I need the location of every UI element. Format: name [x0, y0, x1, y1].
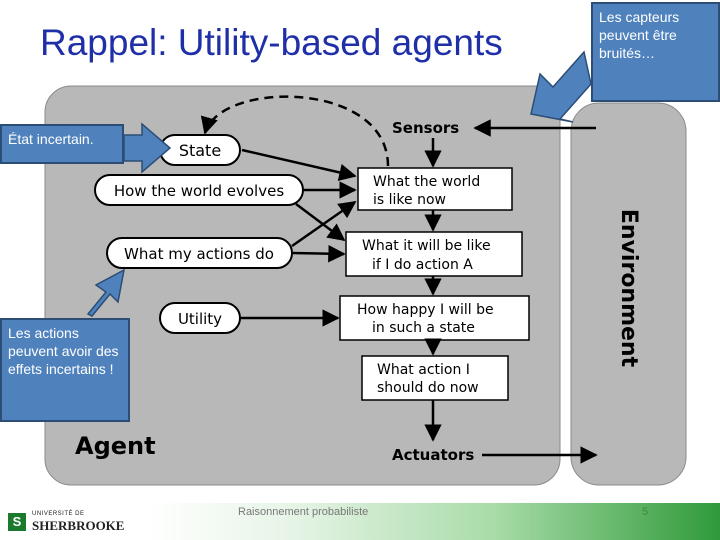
diagram-arrows [200, 95, 598, 464]
callout-arrow-sensors [530, 50, 592, 123]
oval-utility-label: Utility [178, 310, 222, 328]
arrow-world-to-state-dashed [200, 95, 390, 167]
box-happy: How happy I will be in such a state [339, 295, 530, 341]
box-action-now: What action I should do now [361, 355, 509, 401]
arrow-evolves-to-ifaction [295, 203, 346, 242]
oval-world-evolves: How the world evolves [94, 174, 304, 206]
box-if-action-line2: if I do action A [372, 257, 473, 273]
logo-s-icon: S [8, 513, 26, 531]
sensors-label: Sensors [392, 119, 459, 137]
callout-arrow-actions [86, 268, 126, 317]
box-action-now-line2: should do now [377, 380, 479, 396]
box-world-now: What the world is like now [357, 167, 513, 211]
box-if-action: What it will be like if I do action A [345, 231, 523, 277]
oval-state: State [159, 134, 241, 166]
callout-sensors-noise: Les capteurs peuvent être bruités… [591, 2, 720, 102]
oval-world-evolves-label: How the world evolves [114, 182, 285, 200]
logo-small-text: UNIVERSITÉ DE [32, 511, 85, 517]
callout-uncertain-state: État incertain. [0, 124, 124, 164]
university-logo: S UNIVERSITÉ DE SHERBROOKE [8, 511, 138, 535]
oval-utility: Utility [159, 302, 241, 334]
actuators-label: Actuators [392, 446, 474, 464]
arrow-actions-to-ifaction [292, 244, 346, 263]
box-action-now-line1: What action I [377, 362, 470, 378]
box-happy-line2: in such a state [372, 320, 475, 336]
logo-big-text: SHERBROOKE [32, 518, 125, 533]
callout-arrow-state [123, 122, 172, 174]
page-number: 5 [642, 506, 649, 518]
slide-title: Rappel: Utility-based agents [40, 22, 503, 63]
environment-panel [570, 102, 687, 486]
oval-my-actions: What my actions do [106, 237, 293, 269]
footer-text: Raisonnement probabiliste [238, 506, 369, 518]
oval-state-label: State [179, 141, 221, 160]
footer-bar [150, 503, 720, 540]
arrow-actions-to-world [291, 200, 357, 248]
oval-my-actions-label: What my actions do [124, 245, 274, 263]
environment-label: Environment [616, 209, 641, 368]
agent-label: Agent [75, 432, 156, 460]
box-if-action-line1: What it will be like [362, 238, 491, 254]
box-world-now-line2: is like now [373, 192, 446, 208]
arrow-state-to-world [241, 148, 357, 181]
callout-uncertain-actions: Les actions peuvent avoir des effets inc… [0, 318, 130, 422]
box-world-now-line1: What the world [373, 174, 480, 190]
box-happy-line1: How happy I will be [357, 302, 494, 318]
